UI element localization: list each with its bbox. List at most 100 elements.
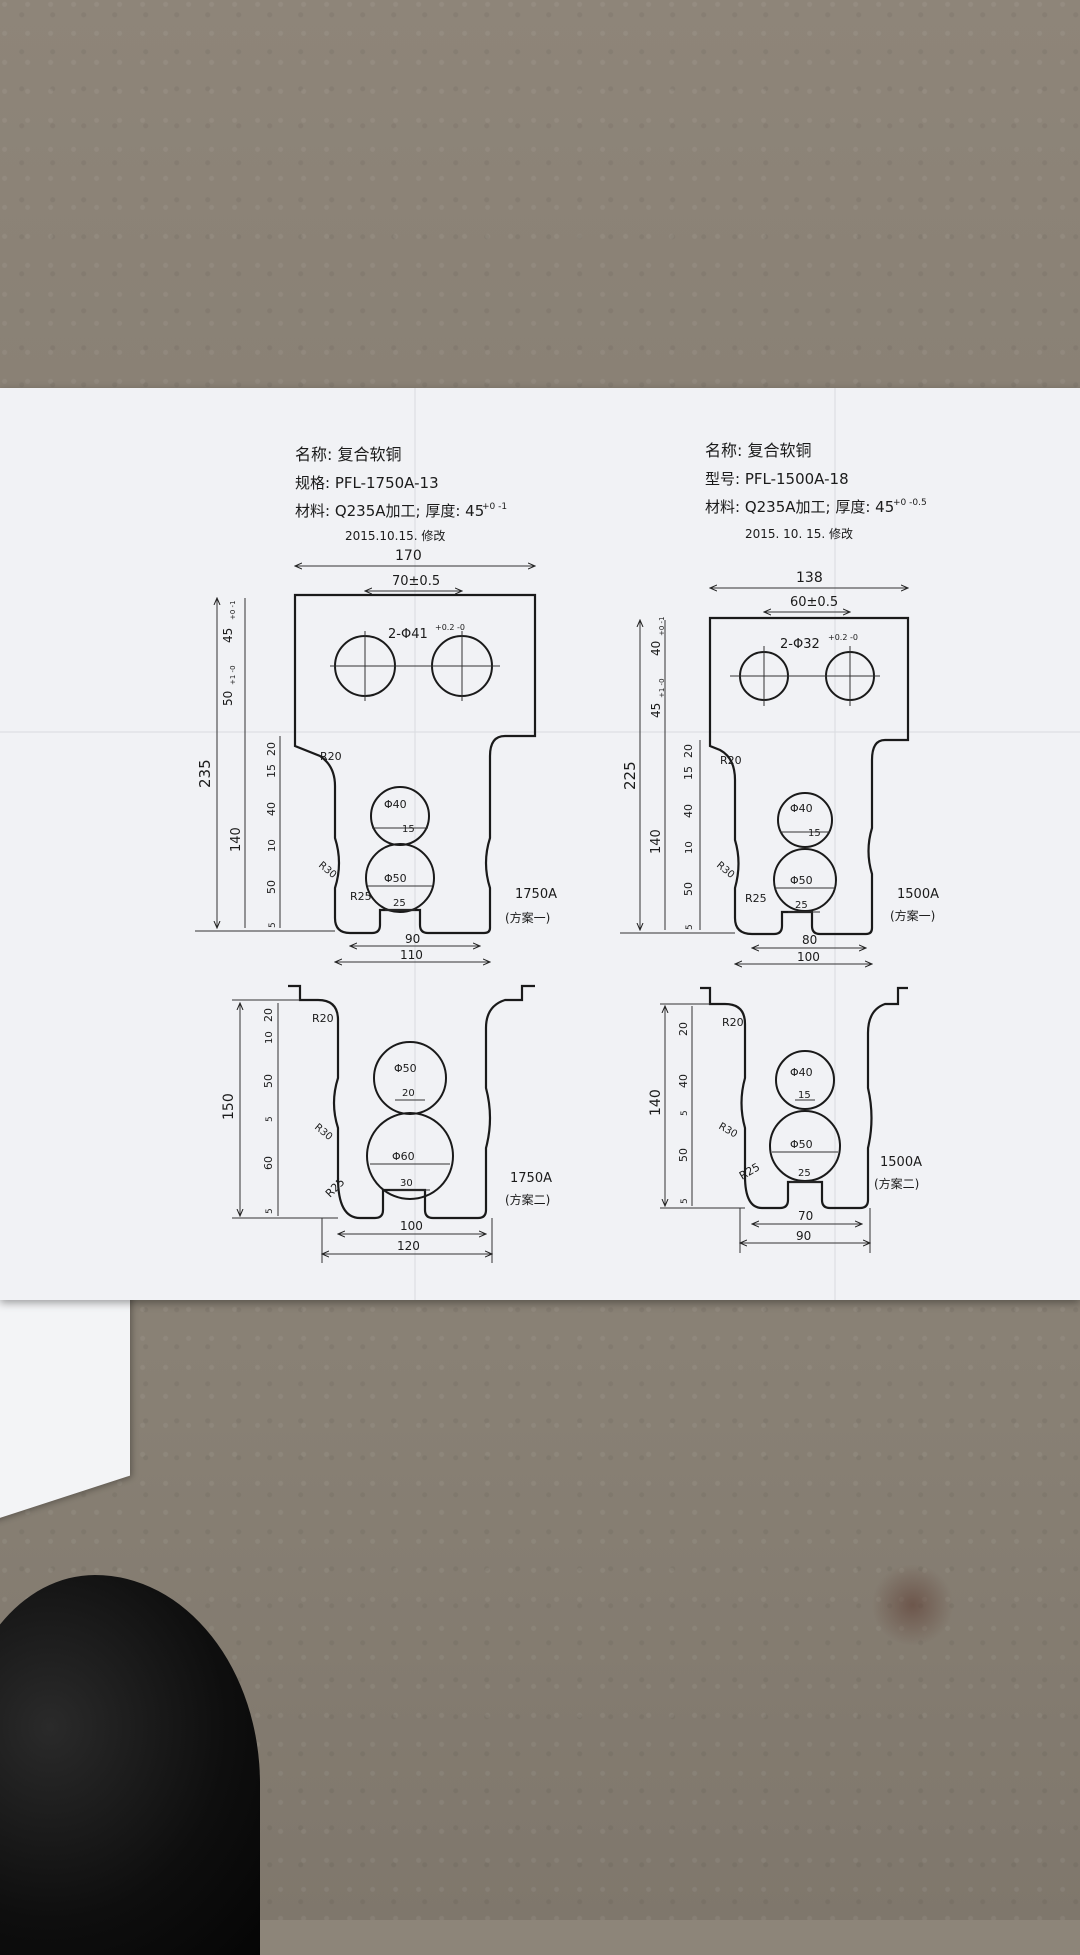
left-top-h5: 5 xyxy=(268,922,278,928)
right-bottom-upper-lobe xyxy=(775,1050,835,1110)
right-top-holes: 2-Φ32 xyxy=(780,637,820,652)
left-material-line: 材料: Q235A加工; 厚度: 45 xyxy=(295,502,484,520)
left-bottom-upper-lobe xyxy=(373,1041,447,1115)
right-top-label-b: (方案一) xyxy=(890,908,935,923)
right-bottom-d50: Φ50 xyxy=(790,1138,813,1151)
left-name-line: 名称: 复合软铜 xyxy=(295,445,401,464)
left-bottom-r25: R25 xyxy=(323,1176,347,1200)
drawing-sheet: 名称: 复合软铜 规格: PFL-1750A-13 材料: Q235A加工; 厚… xyxy=(0,388,1080,1300)
left-top-h45: 45 xyxy=(221,628,235,643)
left-top-h40: 40 xyxy=(265,802,278,816)
right-bottom-label-a: 1500A xyxy=(880,1155,922,1170)
left-bottom-label-a: 1750A xyxy=(510,1171,552,1186)
right-bottom-h5: 5 xyxy=(680,1110,690,1116)
left-bottom-w100: 100 xyxy=(400,1219,423,1233)
left-top-h50-tol: +1 -0 xyxy=(229,665,237,685)
right-top-r30: R30 xyxy=(714,860,736,881)
right-bottom-label-b: (方案二) xyxy=(874,1176,919,1191)
left-top-slot25: 25 xyxy=(393,898,406,909)
right-bottom-r25: R25 xyxy=(737,1161,762,1183)
left-top-holes-tol: +0.2 -0 xyxy=(435,623,465,632)
left-bottom-neck20: 20 xyxy=(402,1088,415,1099)
right-top-holes-tol: +0.2 -0 xyxy=(828,633,858,642)
left-top-h140: 140 xyxy=(229,827,244,852)
left-bottom-label-b: (方案二) xyxy=(505,1192,550,1207)
right-top-h40-tol: +0 -1 xyxy=(658,616,666,636)
floor-stain xyxy=(870,1565,955,1645)
right-top-part: 138 60±0.5 2-Φ32 +0.2 -0 40 +0 -1 45 +1 … xyxy=(620,570,939,964)
left-top-part: 170 70±0.5 2-Φ41 +0.2 -0 45 +0 -1 50 +1 … xyxy=(195,548,557,962)
left-top-r25: R25 xyxy=(350,890,372,903)
right-bottom-lower-lobe xyxy=(769,1110,841,1182)
left-bottom-h50: 50 xyxy=(262,1074,275,1088)
right-name-line: 名称: 复合软铜 xyxy=(705,441,811,460)
left-bottom-h20: 20 xyxy=(262,1008,275,1022)
left-bottom-h60: 60 xyxy=(262,1156,275,1170)
left-top-label-a: 1750A xyxy=(515,887,557,902)
right-top-h45: 45 xyxy=(649,703,663,718)
left-top-lower-lobe xyxy=(365,843,435,913)
right-material-tol: +0 -0.5 xyxy=(893,498,927,508)
right-top-upper-lobe xyxy=(777,792,833,848)
left-bottom-lower-lobe xyxy=(366,1112,454,1200)
right-top-neck15: 15 xyxy=(808,828,821,839)
right-material-line: 材料: Q235A加工; 厚度: 45 xyxy=(705,498,894,516)
right-title-block: 名称: 复合软铜 型号: PFL-1500A-18 材料: Q235A加工; 厚… xyxy=(705,441,927,541)
right-bottom-h50: 50 xyxy=(677,1148,690,1162)
right-top-h10: 10 xyxy=(684,841,695,854)
right-top-d50: Φ50 xyxy=(790,874,813,887)
right-top-overall-h: 225 xyxy=(621,761,639,790)
left-top-h45-tol: +0 -1 xyxy=(229,600,237,620)
left-top-d50: Φ50 xyxy=(384,872,407,885)
right-date-line: 2015. 10. 15. 修改 xyxy=(745,526,853,541)
left-top-h15: 15 xyxy=(265,764,278,778)
right-bottom-h140: 140 xyxy=(648,1089,664,1116)
left-top-r30: R30 xyxy=(316,860,338,881)
left-bottom-r20: R20 xyxy=(312,1012,334,1025)
left-date-line: 2015.10.15. 修改 xyxy=(345,528,445,543)
right-bottom-h5b: 5 xyxy=(680,1198,690,1204)
right-top-slot25: 25 xyxy=(795,900,808,911)
technical-drawing: 名称: 复合软铜 规格: PFL-1750A-13 材料: Q235A加工; 厚… xyxy=(0,388,1080,1300)
faint-grid xyxy=(0,388,1080,1300)
left-top-upper-lobe xyxy=(370,786,430,846)
left-top-neck15: 15 xyxy=(402,824,415,835)
right-top-h140: 140 xyxy=(649,829,664,854)
right-top-label-a: 1500A xyxy=(897,887,939,902)
left-top-width: 170 xyxy=(395,548,422,564)
left-bottom-d60: Φ60 xyxy=(392,1150,415,1163)
right-bottom-w70: 70 xyxy=(798,1209,813,1223)
left-top-label-b: (方案一) xyxy=(505,910,550,925)
right-top-h20: 20 xyxy=(682,744,695,758)
left-material-tol: +0 -1 xyxy=(482,502,507,512)
right-top-w100: 100 xyxy=(797,950,820,964)
left-bottom-r30: R30 xyxy=(312,1122,334,1143)
right-top-r25: R25 xyxy=(745,892,767,905)
right-bottom-slot25: 25 xyxy=(798,1168,811,1179)
right-bottom-d40: Φ40 xyxy=(790,1066,813,1079)
left-bottom-part: 150 20 10 50 5 60 5 R20 R30 R25 Φ50 20 Φ… xyxy=(221,984,552,1263)
left-top-h50: 50 xyxy=(221,691,235,706)
right-top-lower-lobe xyxy=(773,848,837,912)
left-bottom-d50: Φ50 xyxy=(394,1062,417,1075)
right-bottom-neck15: 15 xyxy=(798,1090,811,1101)
left-top-w110: 110 xyxy=(400,948,423,962)
left-top-h10: 10 xyxy=(267,839,278,852)
right-top-h15: 15 xyxy=(682,766,695,780)
right-top-h40: 40 xyxy=(649,641,663,656)
right-top-r20: R20 xyxy=(720,754,742,767)
left-bottom-h5: 5 xyxy=(265,1116,275,1122)
left-top-overall-h: 235 xyxy=(196,759,214,788)
right-top-h45-tol: +1 -0 xyxy=(658,678,666,698)
right-bottom-r20: R20 xyxy=(722,1016,744,1029)
left-bottom-slot30: 30 xyxy=(400,1178,413,1189)
right-top-hole-spacing: 60±0.5 xyxy=(790,595,838,610)
right-top-w80: 80 xyxy=(802,933,817,947)
right-top-width: 138 xyxy=(796,570,823,586)
left-top-d40: Φ40 xyxy=(384,798,407,811)
right-spec-line: 型号: PFL-1500A-18 xyxy=(705,470,849,488)
right-top-h5: 5 xyxy=(685,924,695,930)
left-bottom-h10: 10 xyxy=(264,1031,275,1044)
left-top-h50b: 50 xyxy=(265,880,278,894)
left-bottom-h5b: 5 xyxy=(265,1208,275,1214)
